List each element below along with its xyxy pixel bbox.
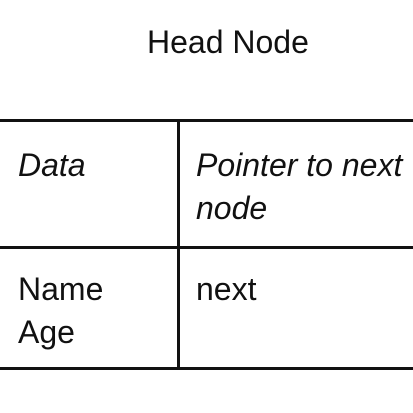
row-divider <box>0 246 413 249</box>
node-title: Head Node <box>147 24 309 60</box>
data-header-cell: Data <box>18 147 86 183</box>
pointer-value-cell: next <box>196 271 257 307</box>
pointer-header-cell: Pointer to next node <box>196 147 403 226</box>
column-divider <box>177 122 180 367</box>
data-value-cell: Name Age <box>18 271 104 350</box>
node-table: Data Pointer to next node Name Age next <box>0 119 413 370</box>
